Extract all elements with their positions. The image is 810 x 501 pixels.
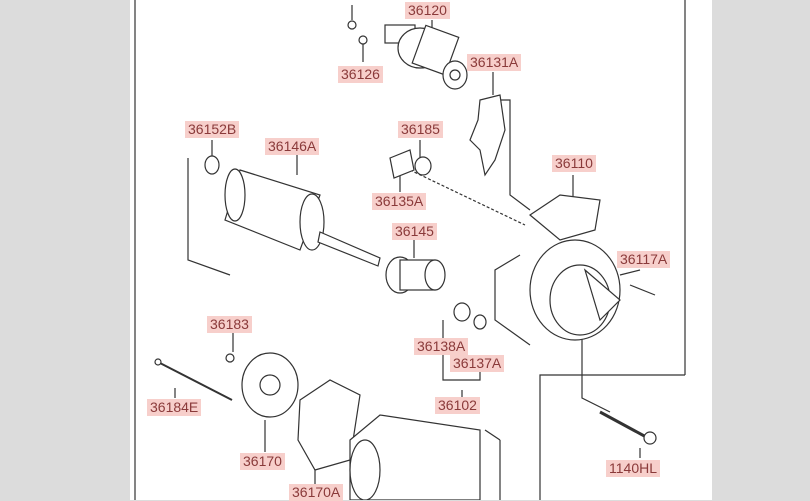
part-label-36135A[interactable]: 36135A <box>372 193 427 210</box>
part-label-36120[interactable]: 36120 <box>405 2 450 19</box>
part-label-36185[interactable]: 36185 <box>398 121 443 138</box>
part-label-36146A[interactable]: 36146A <box>265 138 320 155</box>
part-label-36138A[interactable]: 36138A <box>414 338 469 355</box>
part-label-36170[interactable]: 36170 <box>240 453 285 470</box>
part-label-36184E[interactable]: 36184E <box>147 399 202 416</box>
part-label-36152B[interactable]: 36152B <box>185 121 240 138</box>
part-label-36110[interactable]: 36110 <box>552 155 596 172</box>
part-label-36102[interactable]: 36102 <box>435 397 480 414</box>
part-label-36183[interactable]: 36183 <box>207 316 252 333</box>
part-label-36131A[interactable]: 36131A <box>467 54 522 71</box>
part-label-36137A[interactable]: 36137A <box>450 355 505 372</box>
part-label-36145[interactable]: 36145 <box>392 223 437 240</box>
solenoid-part <box>347 20 468 90</box>
housing-part <box>528 194 656 341</box>
armature-part <box>204 155 381 267</box>
part-label-1140HL[interactable]: 1140HL <box>606 460 661 477</box>
part-label-36126[interactable]: 36126 <box>338 66 383 83</box>
part-label-36170A[interactable]: 36170A <box>289 484 344 501</box>
diagram-page <box>130 0 712 500</box>
part-label-36117A[interactable]: 36117A <box>617 251 671 268</box>
drive-part <box>385 256 487 330</box>
